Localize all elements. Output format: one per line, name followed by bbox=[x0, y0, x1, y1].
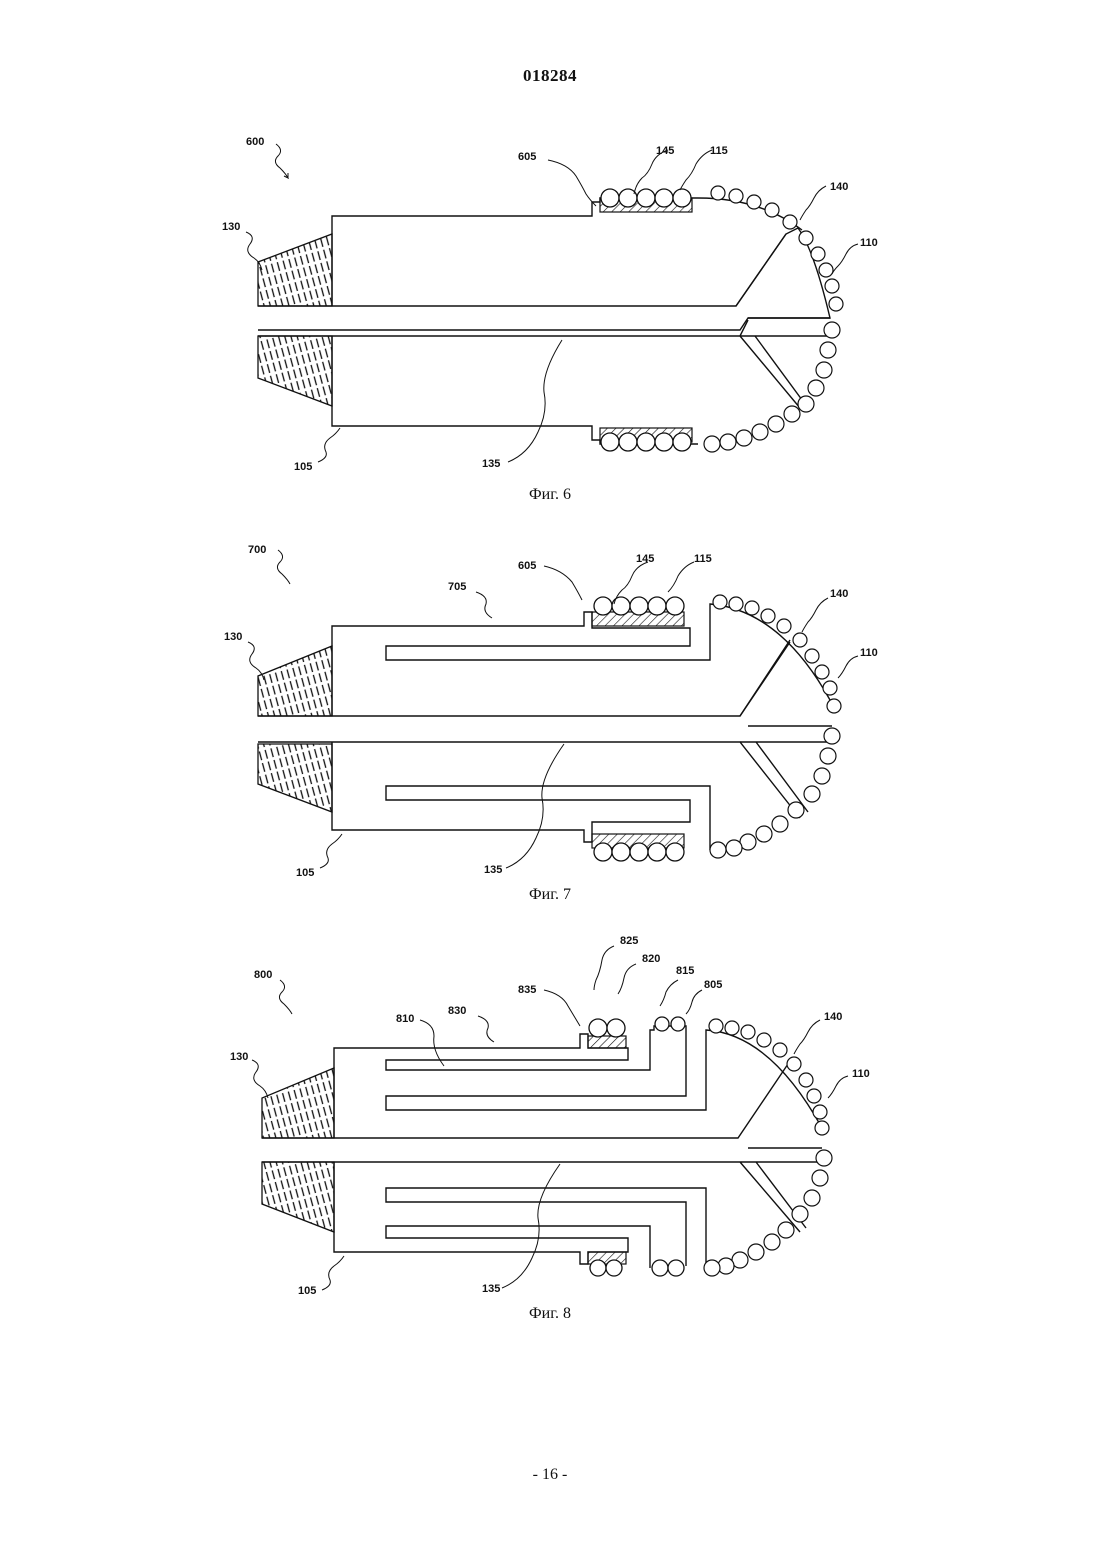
bit-body-upper bbox=[258, 228, 830, 330]
cutter-cone-lower bbox=[258, 744, 332, 812]
figure-7: 700 130 105 135 705 605 145 115 140 110 bbox=[224, 544, 878, 879]
figure-7-caption: Фиг. 7 bbox=[0, 886, 1100, 904]
figure-6: 600 130 105 135 605 145 115 140 110 bbox=[222, 136, 878, 473]
cutting-elements-upper bbox=[601, 189, 691, 207]
ref-label-835: 835 bbox=[518, 984, 536, 996]
cutting-elements-lower bbox=[590, 1260, 684, 1276]
bit-body-upper bbox=[258, 642, 832, 818]
ref-label-140: 140 bbox=[830, 181, 848, 193]
ref-label-810: 810 bbox=[396, 1013, 414, 1025]
cutting-elements-upper bbox=[594, 597, 684, 615]
cutter-cone-upper bbox=[262, 1068, 334, 1138]
ref-label-135: 135 bbox=[484, 864, 502, 876]
cutter-cone-lower bbox=[262, 1162, 334, 1232]
ref-label-825: 825 bbox=[620, 935, 638, 947]
ref-label-830: 830 bbox=[448, 1005, 466, 1017]
bit-body-lower bbox=[258, 320, 800, 408]
ref-label-105: 105 bbox=[298, 1285, 316, 1297]
ref-label-700: 700 bbox=[248, 544, 266, 556]
hatched-sleeve-upper bbox=[588, 1036, 626, 1048]
ref-label-130: 130 bbox=[224, 631, 242, 643]
cutter-cone-upper bbox=[258, 646, 332, 716]
ref-label-115: 115 bbox=[710, 145, 728, 157]
cutter-cone-upper bbox=[258, 234, 332, 306]
ref-label-130: 130 bbox=[230, 1051, 248, 1063]
ref-label-135: 135 bbox=[482, 458, 500, 470]
ref-label-145: 145 bbox=[636, 553, 654, 565]
ref-label-805: 805 bbox=[704, 979, 722, 991]
cutting-elements-lower bbox=[601, 433, 691, 451]
ref-label-105: 105 bbox=[296, 867, 314, 879]
ref-label-110: 110 bbox=[860, 647, 878, 659]
figure-8-caption: Фиг. 8 bbox=[0, 1305, 1100, 1323]
ref-label-115: 115 bbox=[694, 553, 712, 565]
ref-label-605: 605 bbox=[518, 151, 536, 163]
ref-label-820: 820 bbox=[642, 953, 660, 965]
cutting-elements-upper bbox=[589, 1017, 685, 1037]
cutting-elements-lower bbox=[594, 843, 684, 861]
figure-8: 800 130 105 135 810 830 835 825 820 815 … bbox=[230, 935, 870, 1297]
ref-label-600: 600 bbox=[246, 136, 264, 148]
ref-label-140: 140 bbox=[824, 1011, 842, 1023]
figure-6-caption: Фиг. 6 bbox=[0, 486, 1100, 504]
ref-label-800: 800 bbox=[254, 969, 272, 981]
ref-label-130: 130 bbox=[222, 221, 240, 233]
ref-label-140: 140 bbox=[830, 588, 848, 600]
cutter-cone-lower bbox=[258, 336, 332, 406]
ref-label-105: 105 bbox=[294, 461, 312, 473]
page-number: - 16 - bbox=[0, 1466, 1100, 1484]
ref-label-110: 110 bbox=[860, 237, 878, 249]
ref-label-605: 605 bbox=[518, 560, 536, 572]
ref-label-110: 110 bbox=[852, 1068, 870, 1080]
ref-label-135: 135 bbox=[482, 1283, 500, 1295]
ref-label-705: 705 bbox=[448, 581, 466, 593]
ref-label-815: 815 bbox=[676, 965, 694, 977]
crown-cutters bbox=[704, 186, 843, 452]
ref-label-145: 145 bbox=[656, 145, 674, 157]
bit-body-upper bbox=[262, 1064, 822, 1148]
bit-body-lower bbox=[262, 1162, 830, 1232]
